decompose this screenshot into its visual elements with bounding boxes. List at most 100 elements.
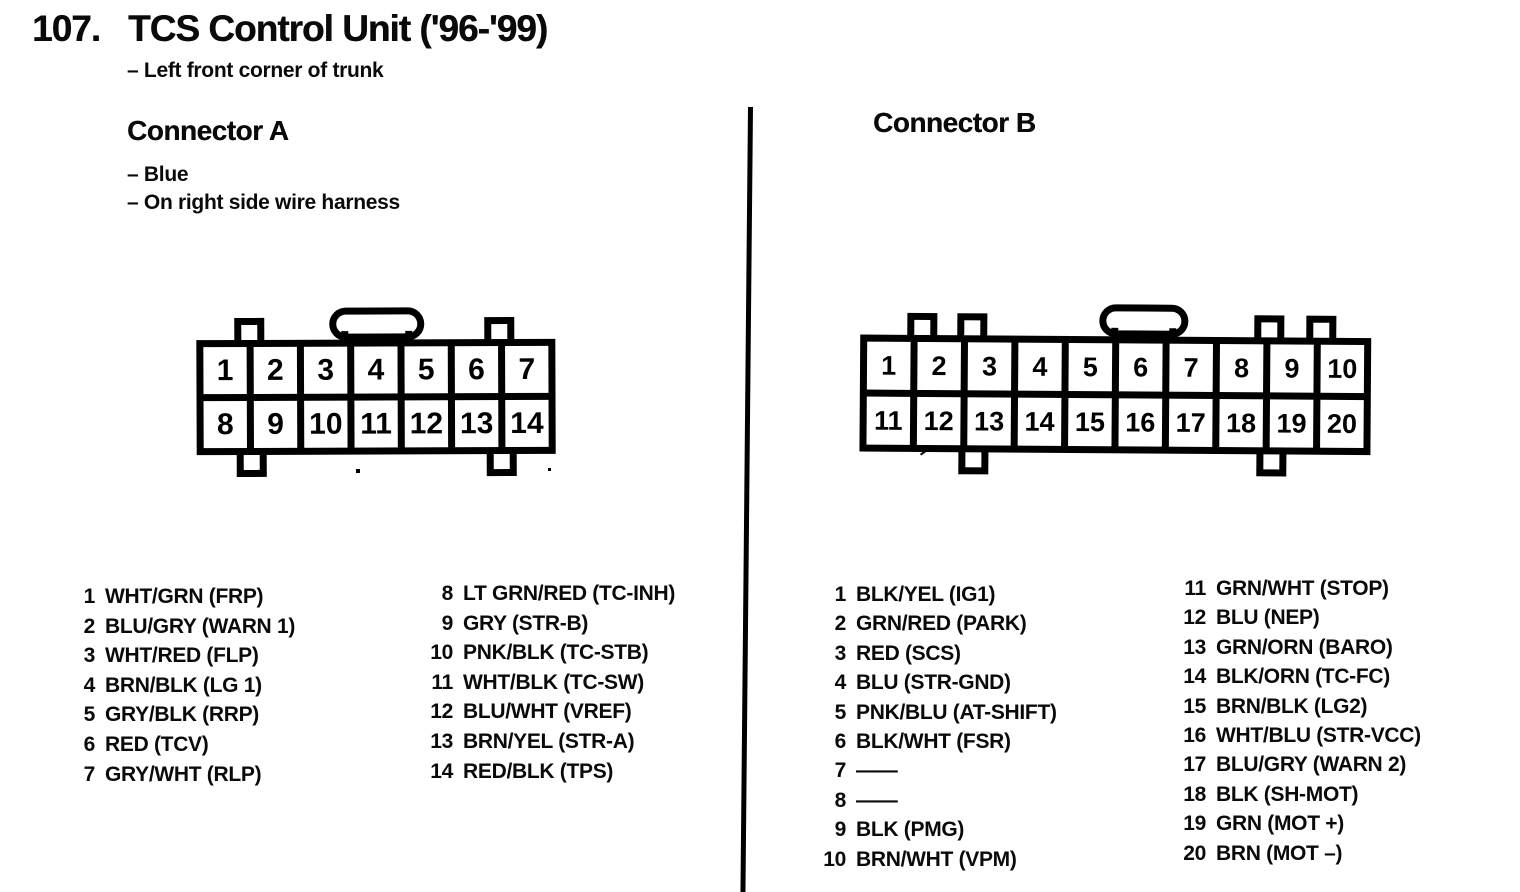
pin-label: BRN (MOT –) [1216, 841, 1343, 865]
connector-b-pin-row: 7—— [808, 756, 1057, 785]
connector-pin-cell: 2 [267, 354, 284, 387]
pin-label: BLU/GRY (WARN 2) [1216, 753, 1407, 777]
connector-b-pin-row: 20 BRN (MOT –) [1166, 839, 1421, 868]
pin-label: GRY/WHT (RLP) [105, 762, 262, 786]
pin-label: WHT/BLU (STR-VCC) [1216, 724, 1421, 748]
connector-a-note: – On right side wire harness [127, 191, 400, 214]
section-number: 107. [32, 8, 101, 49]
pin-number: 13 [430, 729, 453, 753]
connector-b-pin-row: 16 WHT/BLU (STR-VCC) [1166, 721, 1421, 750]
connector-pin-cell: 17 [1176, 408, 1206, 438]
scan-speckle [356, 469, 360, 473]
pin-number: 3 [83, 644, 96, 668]
pin-number: 2 [83, 614, 96, 638]
pin-label: GRN/RED (PARK) [856, 612, 1027, 636]
connector-pin-cell: 9 [1284, 353, 1299, 383]
pin-number: 3 [834, 641, 847, 665]
page-title: TCS Control Unit ('96-'99) [128, 8, 548, 49]
connector-pin-cell: 19 [1276, 408, 1306, 438]
column-divider [740, 107, 753, 892]
pin-label: BLU/WHT (VREF) [463, 700, 632, 724]
connector-b-pin-row: 6 BLK/WHT (FSR) [808, 727, 1057, 756]
pin-number: 8 [441, 582, 454, 605]
connector-a-pin-row: 9 GRY (STR-B) [423, 609, 675, 639]
pin-label: BLK (SH-MOT) [1216, 782, 1359, 806]
pin-number: 18 [1183, 782, 1206, 806]
connector-pin-cell: 13 [460, 407, 493, 440]
connector-a-pin-row: 8 LT GRN/RED (TC-INH) [423, 579, 676, 609]
connector-pin-cell: 8 [217, 408, 234, 441]
pin-label: BRN/BLK (LG2) [1216, 694, 1368, 718]
connector-pin-cell: 4 [1032, 352, 1047, 382]
page-subtitle: – Left front corner of trunk [127, 59, 384, 82]
connector-pin-cell: 8 [1234, 353, 1249, 383]
pin-number: 8 [834, 788, 847, 812]
pin-label: BLK (PMG) [856, 818, 965, 842]
pin-label: PNK/BLK (TC-STB) [463, 641, 649, 665]
connector-pin-cell: 5 [418, 353, 435, 386]
pin-label: —— [856, 788, 898, 812]
connector-pin-cell: 1 [881, 351, 896, 381]
pin-number: 14 [430, 759, 453, 783]
connector-pin-cell: 2 [932, 351, 947, 381]
pin-number: 4 [834, 671, 847, 695]
pin-number: 6 [834, 730, 847, 754]
connector-pin-cell: 20 [1327, 409, 1357, 439]
pin-number: 15 [1183, 694, 1206, 718]
pin-number: 5 [83, 703, 96, 727]
connector-b-pin-row: 15 BRN/BLK (LG2) [1166, 692, 1421, 721]
pin-label: LT GRN/RED (TC-INH) [463, 582, 676, 605]
pin-number: 20 [1183, 841, 1206, 865]
connector-a-pin-row: 10 PNK/BLK (TC-STB) [423, 638, 675, 668]
pin-number: 19 [1183, 812, 1206, 836]
pin-number: 6 [83, 732, 96, 756]
pin-label: BLK/WHT (FSR) [856, 730, 1011, 754]
pin-number: 10 [430, 641, 453, 665]
pin-number: 12 [1183, 606, 1206, 630]
pin-label: GRN/WHT (STOP) [1216, 577, 1389, 600]
pin-label: RED/BLK (TPS) [463, 759, 614, 783]
connector-pin-cell: 10 [309, 408, 342, 441]
connector-pin-cell: 7 [1184, 353, 1199, 383]
connector-pin-cell: 14 [1024, 407, 1054, 437]
connector-a-pin-row: 14 RED/BLK (TPS) [423, 757, 675, 787]
connector-pin-cell: 11 [360, 407, 392, 440]
connector-pin-cell: 15 [1075, 407, 1105, 437]
connector-pin-cell: 6 [468, 353, 485, 386]
pin-number: 9 [834, 818, 847, 842]
connector-pin-cell: 4 [368, 353, 385, 386]
pin-number: 1 [834, 583, 847, 606]
pin-label: GRY (STR-B) [463, 611, 589, 635]
connector-pin-cell: 10 [1327, 354, 1357, 384]
pin-number: 7 [83, 762, 96, 786]
connector-b-pin-row: 19 GRN (MOT +) [1166, 809, 1421, 838]
connector-pin-cell: 9 [267, 408, 284, 441]
connector-pin-cell: 7 [518, 353, 535, 386]
pin-label: PNK/BLU (AT-SHIFT) [856, 700, 1057, 724]
connector-pin-cell: 13 [974, 406, 1004, 436]
connector-pin-cell: 6 [1133, 352, 1148, 382]
pin-label: GRN (MOT +) [1216, 812, 1344, 836]
pin-number: 9 [441, 611, 454, 635]
pin-number: 16 [1183, 724, 1206, 748]
pin-label: —— [856, 759, 898, 783]
